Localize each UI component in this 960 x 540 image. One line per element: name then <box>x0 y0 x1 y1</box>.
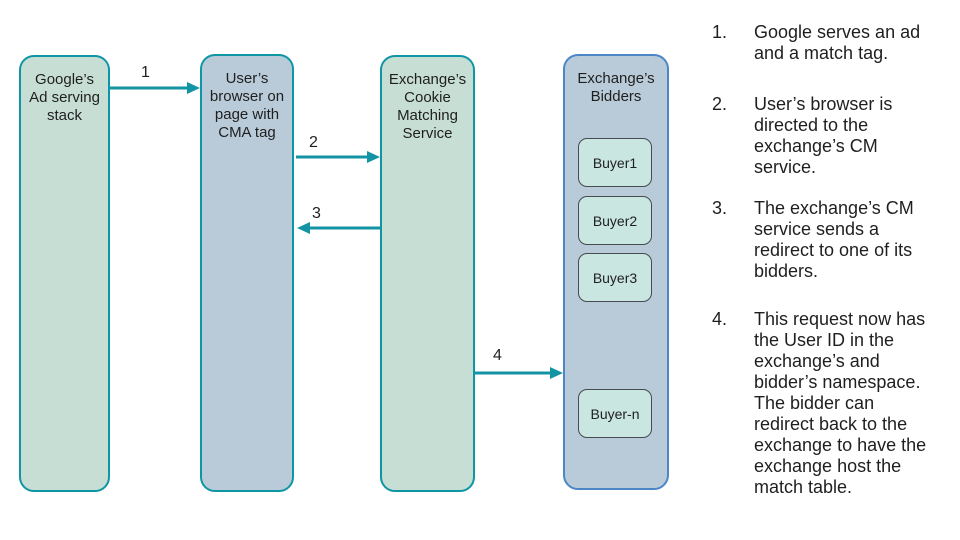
step-item-1: 1. Google serves an ad and a match tag. <box>712 22 952 64</box>
node-exchange-cm-service-label: Exchange’s Cookie Matching Service <box>388 71 467 142</box>
arrow-head-right-icon <box>367 151 380 163</box>
arrow-4-cm-to-bidder <box>474 366 563 380</box>
arrow-head-left-icon <box>297 222 310 234</box>
node-exchange-bidders: Exchange’s Bidders Buyer1 Buyer2 Buyer3 … <box>563 54 669 490</box>
arrow-1-number: 1 <box>141 64 150 81</box>
step-number: 1. <box>712 22 728 42</box>
arrow-4-number: 4 <box>493 347 502 364</box>
arrow-head-right-icon <box>550 367 563 379</box>
node-user-browser-label: User’s browser on page with CMA tag <box>209 70 285 141</box>
arrow-shaft <box>110 86 189 90</box>
step-number: 4. <box>712 309 728 329</box>
arrow-3-number: 3 <box>312 205 321 222</box>
step-item-4: 4. This request now has the User ID in t… <box>712 309 952 498</box>
step-text: The exchange’s CM service sends a redire… <box>754 198 914 281</box>
node-exchange-bidders-label: Exchange’s Bidders <box>577 70 655 105</box>
arrow-head-right-icon <box>187 82 200 94</box>
step-text: This request now has the User ID in the … <box>754 309 927 497</box>
arrow-shaft <box>296 155 369 159</box>
arrow-shaft <box>308 226 381 230</box>
buyer3-box: Buyer3 <box>578 253 652 302</box>
arrow-shaft <box>474 371 552 375</box>
buyer-n-box: Buyer-n <box>578 389 652 438</box>
arrow-3-cm-to-browser <box>297 221 381 235</box>
step-text: User’s browser is directed to the exchan… <box>754 94 893 177</box>
arrow-2-number: 2 <box>309 134 318 151</box>
arrow-1-google-to-browser <box>110 81 200 95</box>
node-user-browser: User’s browser on page with CMA tag <box>200 54 294 492</box>
step-text: Google serves an ad and a match tag. <box>754 22 921 63</box>
step-item-3: 3. The exchange’s CM service sends a red… <box>712 198 952 282</box>
node-google-ad-stack-label: Google’s Ad serving stack <box>29 71 100 124</box>
arrow-2-browser-to-cm <box>296 150 380 164</box>
node-google-ad-stack: Google’s Ad serving stack <box>19 55 110 492</box>
buyer2-box: Buyer2 <box>578 196 652 245</box>
node-exchange-cm-service: Exchange’s Cookie Matching Service <box>380 55 475 492</box>
step-item-2: 2. User’s browser is directed to the exc… <box>712 94 952 178</box>
step-number: 3. <box>712 198 728 218</box>
step-number: 2. <box>712 94 728 114</box>
steps-list: 1. Google serves an ad and a match tag. … <box>712 22 952 498</box>
buyer1-box: Buyer1 <box>578 138 652 187</box>
